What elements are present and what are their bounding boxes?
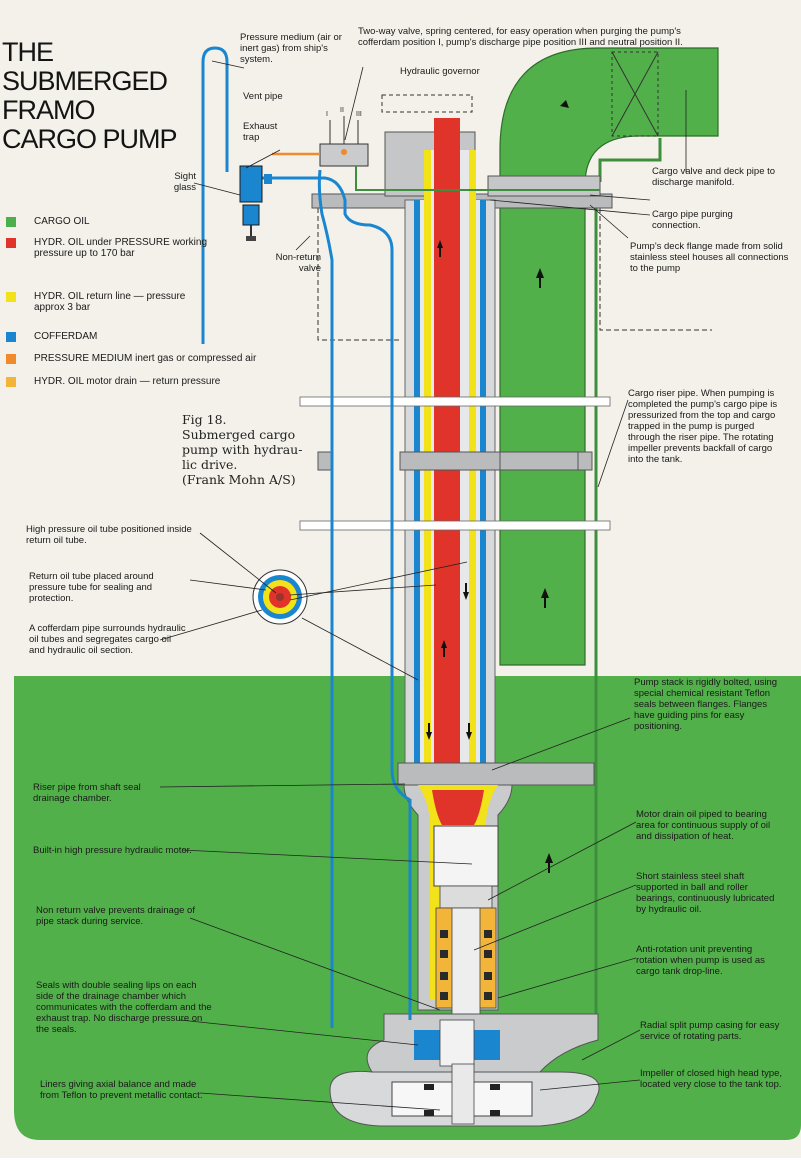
deck-outline xyxy=(317,200,400,341)
legend-label: CARGO OIL xyxy=(34,216,90,227)
callout-impeller: Impeller of closed high head type, locat… xyxy=(640,1068,783,1090)
callout-hydraulic-governor: Hydraulic governor xyxy=(400,66,480,77)
page-title: THE SUBMERGED FRAMO CARGO PUMP xyxy=(2,38,192,154)
cross-section-detail xyxy=(252,569,308,625)
discharge-pipe xyxy=(499,47,719,666)
legend-swatch xyxy=(6,238,16,248)
callout-anti-rotation: Anti-rotation unit preventing rotation w… xyxy=(636,944,765,977)
valve-pos-2: II xyxy=(340,107,344,114)
callout-sight-glass: Sight glass xyxy=(173,171,196,193)
callout-liners: Liners giving axial balance and made fro… xyxy=(40,1079,203,1101)
page-edge xyxy=(0,1158,801,1170)
valve-pos-3: III xyxy=(356,111,362,118)
callout-stainless-shaft: Short stainless steel shaft supported in… xyxy=(636,871,775,915)
callout-return-tube: Return oil tube placed around pressure t… xyxy=(29,571,154,604)
flow-arrows xyxy=(426,100,569,873)
leader-lines xyxy=(159,60,687,1111)
caption-line: Fig 18. xyxy=(182,412,227,427)
callout-radial-split: Radial split pump casing for easy servic… xyxy=(640,1020,780,1042)
caption-line: lic drive. xyxy=(182,457,238,472)
cargo-valve xyxy=(611,51,659,137)
sight-glass xyxy=(239,165,272,241)
callout-cargo-riser: Cargo riser pipe. When pumping is comple… xyxy=(628,388,778,465)
caption-line: Submerged cargo xyxy=(182,427,296,442)
legend-swatch xyxy=(6,292,16,302)
callout-high-pressure-tube: High pressure oil tube positioned inside… xyxy=(26,524,192,546)
valve-position-labels: I II III xyxy=(326,107,362,118)
legend-label: COFFERDAM xyxy=(34,331,98,342)
title-line: FRAMO xyxy=(2,95,96,125)
callout-cofferdam-pipe: A cofferdam pipe surrounds hydraulic oil… xyxy=(29,623,186,656)
callout-pressure-medium: Pressure medium (air or inert gas) from … xyxy=(240,32,342,65)
callout-non-return-stack: Non return valve prevents drainage of pi… xyxy=(36,905,195,927)
callout-motor-drain: Motor drain oil piped to bearing area fo… xyxy=(636,809,771,842)
cofferdam-line xyxy=(242,176,412,1020)
callout-riser-pipe-shaft: Riser pipe from shaft seal drainage cham… xyxy=(33,782,141,804)
callout-non-return-valve: Non-return valve xyxy=(275,252,321,274)
figure-caption: Fig 18. Submerged cargo pump with hydrau… xyxy=(182,412,372,487)
two-way-valve xyxy=(319,116,369,167)
legend-swatch xyxy=(6,354,16,364)
vent-pipe xyxy=(201,46,229,344)
tank-cargo-area xyxy=(14,676,801,1140)
title-line: THE xyxy=(2,37,54,67)
caption-line: pump with hydrau- xyxy=(182,442,303,457)
section-breaks xyxy=(299,396,611,531)
callout-seals: Seals with double sealing lips on each s… xyxy=(36,980,212,1035)
cargo-riser-pipe xyxy=(598,138,662,182)
legend-label: HYDR. OIL motor drain — return pressure xyxy=(34,376,221,387)
bearings xyxy=(440,930,492,1000)
governor-outline xyxy=(381,94,473,113)
callout-pump-stack: Pump stack is rigidly bolted, using spec… xyxy=(634,677,778,732)
legend-swatch xyxy=(6,217,16,227)
title-line: SUBMERGED xyxy=(2,66,168,96)
caption-line: (Frank Mohn A/S) xyxy=(182,472,296,487)
valve-pos-1: I xyxy=(326,111,328,118)
title-line: CARGO PUMP xyxy=(2,124,178,154)
callout-vent-pipe: Vent pipe xyxy=(243,91,283,102)
legend-label: HYDR. OIL return line — pressure approx … xyxy=(34,291,186,313)
stack-flanges xyxy=(317,451,595,786)
legend-swatch xyxy=(6,332,16,342)
hydraulic-motor xyxy=(433,825,499,887)
callout-deck-flange: Pump's deck flange made from solid stain… xyxy=(630,241,789,274)
callout-cargo-valve: Cargo valve and deck pipe to discharge m… xyxy=(652,166,776,188)
callout-cargo-pipe-purging: Cargo pipe purging connection. xyxy=(652,209,733,231)
legend-label: HYDR. OIL under PRESSURE working pressur… xyxy=(34,237,208,259)
callout-hydraulic-motor: Built-in high pressure hydraulic motor. xyxy=(33,845,192,856)
callout-two-way-valve: Two-way valve, spring centered, for easy… xyxy=(358,26,683,48)
legend-swatch xyxy=(6,377,16,387)
callout-exhaust-trap: Exhaust trap xyxy=(243,121,278,143)
legend-label: PRESSURE MEDIUM inert gas or compressed … xyxy=(34,353,257,364)
